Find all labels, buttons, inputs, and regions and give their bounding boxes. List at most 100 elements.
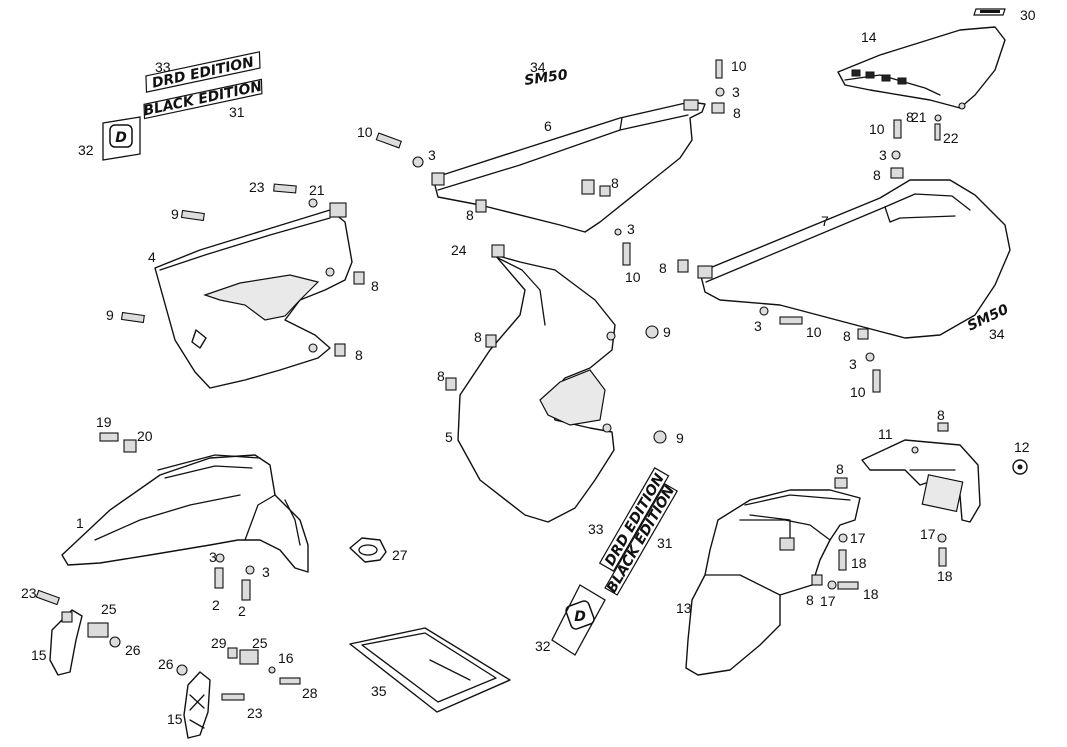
callout-14: 14 bbox=[861, 29, 877, 45]
callout-31: 31 bbox=[657, 535, 673, 551]
callout-32: 32 bbox=[78, 142, 94, 158]
part-7-side-panel bbox=[697, 179, 1011, 339]
callout-34: 34 bbox=[989, 326, 1005, 342]
callout-29: 29 bbox=[211, 635, 227, 651]
callout-26: 26 bbox=[158, 656, 174, 672]
callout-23: 23 bbox=[21, 585, 37, 601]
callout-9: 9 bbox=[663, 324, 671, 340]
callout-33: 33 bbox=[155, 59, 171, 75]
part-14-tail-cover bbox=[837, 26, 1006, 110]
callout-17: 17 bbox=[920, 526, 936, 542]
callout-9: 9 bbox=[171, 206, 179, 222]
part-15-guard-a bbox=[49, 609, 83, 676]
callout-10: 10 bbox=[625, 269, 641, 285]
callout-28: 28 bbox=[302, 685, 318, 701]
part-12-cap bbox=[1012, 459, 1028, 475]
callout-3: 3 bbox=[732, 84, 740, 100]
callout-10: 10 bbox=[869, 121, 885, 137]
callout-21: 21 bbox=[309, 182, 325, 198]
callout-8: 8 bbox=[937, 407, 945, 423]
callout-1: 1 bbox=[76, 515, 84, 531]
callout-2: 2 bbox=[212, 597, 220, 613]
callout-16: 16 bbox=[278, 650, 294, 666]
callout-23: 23 bbox=[247, 705, 263, 721]
callout-11: 11 bbox=[878, 426, 893, 442]
part-15-guard-b bbox=[183, 671, 211, 739]
callout-17: 17 bbox=[820, 593, 836, 609]
hardware-group bbox=[35, 59, 949, 701]
callout-18: 18 bbox=[851, 555, 867, 571]
callout-8: 8 bbox=[906, 109, 914, 125]
callout-12: 12 bbox=[1014, 439, 1030, 455]
callout-15: 15 bbox=[167, 711, 183, 727]
callout-6: 6 bbox=[544, 118, 552, 134]
callout-7: 7 bbox=[821, 213, 829, 229]
callout-8: 8 bbox=[355, 347, 363, 363]
part-35-manual bbox=[349, 627, 511, 713]
callout-22: 22 bbox=[943, 130, 959, 146]
part-1-front-fender bbox=[61, 454, 309, 573]
callout-9: 9 bbox=[676, 430, 684, 446]
callout-8: 8 bbox=[474, 329, 482, 345]
callout-4: 4 bbox=[148, 249, 156, 265]
callout-13: 13 bbox=[676, 600, 692, 616]
callout-2: 2 bbox=[238, 603, 246, 619]
decal-d-logo-text: D bbox=[115, 130, 127, 146]
part-30-decal bbox=[973, 8, 1006, 16]
callout-3: 3 bbox=[428, 147, 436, 163]
callout-33: 33 bbox=[588, 521, 604, 537]
callout-3: 3 bbox=[754, 318, 762, 334]
callout-8: 8 bbox=[733, 105, 741, 121]
callout-34: 34 bbox=[530, 59, 546, 75]
callout-25: 25 bbox=[252, 635, 268, 651]
callout-10: 10 bbox=[731, 58, 747, 74]
callout-labels: 1 2 2 3 3 3 3 3 3 3 3 4 5 6 7 8 8 8 8 8 … bbox=[21, 7, 1036, 727]
callout-27: 27 bbox=[392, 547, 408, 563]
callout-19: 19 bbox=[96, 414, 112, 430]
callout-8: 8 bbox=[611, 175, 619, 191]
callout-15: 15 bbox=[31, 647, 47, 663]
part-4-left-shroud bbox=[154, 202, 353, 389]
callout-20: 20 bbox=[137, 428, 153, 444]
callout-3: 3 bbox=[879, 147, 887, 163]
callout-26: 26 bbox=[125, 642, 141, 658]
callout-23: 23 bbox=[249, 179, 265, 195]
part-6-side-panel bbox=[431, 99, 706, 233]
callout-18: 18 bbox=[863, 586, 879, 602]
callout-8: 8 bbox=[873, 167, 881, 183]
callout-8: 8 bbox=[371, 278, 379, 294]
callout-21: 21 bbox=[911, 109, 927, 125]
callout-3: 3 bbox=[849, 356, 857, 372]
part-11-bracket bbox=[861, 439, 981, 523]
decal-d-logo-top: D bbox=[102, 116, 141, 161]
callout-3: 3 bbox=[262, 564, 270, 580]
decal-sm50-top: SM50 bbox=[523, 67, 569, 89]
callout-8: 8 bbox=[659, 260, 667, 276]
decal-sm50-text: SM50 bbox=[523, 67, 569, 89]
callout-18: 18 bbox=[937, 568, 953, 584]
callout-25: 25 bbox=[101, 601, 117, 617]
callout-32: 32 bbox=[535, 638, 551, 654]
callout-10: 10 bbox=[806, 324, 822, 340]
part-13-rear-fender bbox=[685, 489, 861, 676]
callout-31: 31 bbox=[229, 104, 245, 120]
callout-8: 8 bbox=[843, 328, 851, 344]
part-5-front-shroud bbox=[457, 244, 616, 523]
callout-24: 24 bbox=[451, 242, 467, 258]
decal-d-logo-center: D bbox=[551, 584, 606, 656]
callout-10: 10 bbox=[357, 124, 373, 140]
callout-8: 8 bbox=[806, 592, 814, 608]
callout-17: 17 bbox=[850, 530, 866, 546]
part-27-grommet bbox=[349, 537, 387, 563]
callout-35: 35 bbox=[371, 683, 387, 699]
callout-3: 3 bbox=[627, 221, 635, 237]
callout-30: 30 bbox=[1020, 7, 1036, 23]
callout-9: 9 bbox=[106, 307, 114, 323]
callout-5: 5 bbox=[445, 429, 453, 445]
decal-d-logo-center-text: D bbox=[574, 609, 586, 625]
callout-8: 8 bbox=[437, 368, 445, 384]
callout-10: 10 bbox=[850, 384, 866, 400]
callout-8: 8 bbox=[836, 461, 844, 477]
callout-8: 8 bbox=[466, 207, 474, 223]
